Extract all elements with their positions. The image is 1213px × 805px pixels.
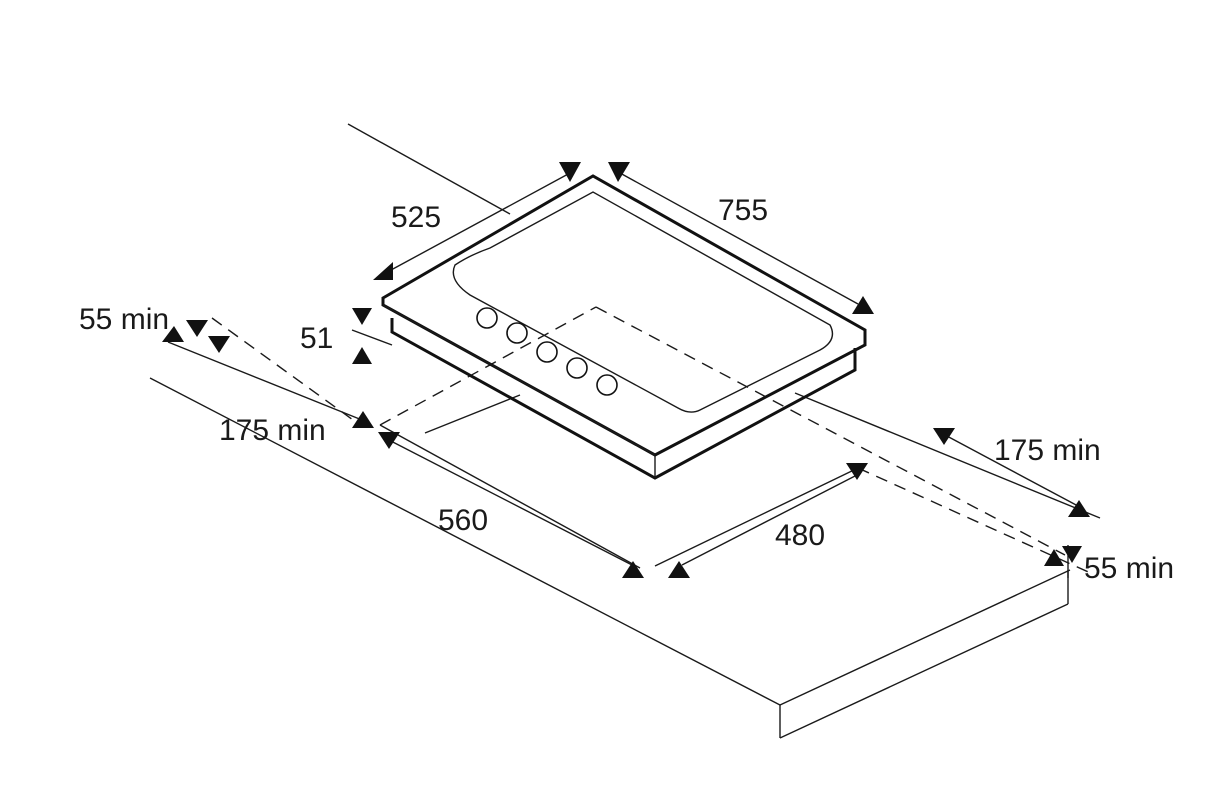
arrow-icon xyxy=(208,336,230,353)
countertop xyxy=(149,377,1071,739)
knob-icon xyxy=(596,374,618,396)
arrow-icon xyxy=(373,262,393,280)
control-knobs xyxy=(476,307,618,396)
arrow-icon xyxy=(852,296,874,314)
extension-lines xyxy=(167,172,1079,578)
arrow-icon xyxy=(352,347,372,364)
knob-icon xyxy=(506,322,528,344)
arrow-icon xyxy=(668,561,690,578)
label-cutout-depth: 480 xyxy=(775,519,825,552)
arrow-icon xyxy=(378,432,400,449)
knob-icon xyxy=(566,357,588,379)
arrowheads xyxy=(162,162,1090,578)
label-cutout-width: 560 xyxy=(438,504,488,537)
arrow-icon xyxy=(186,320,208,337)
label-hob-height: 51 xyxy=(300,322,333,355)
knob-icon xyxy=(536,341,558,363)
arrow-icon xyxy=(622,561,644,578)
arrow-icon xyxy=(846,463,868,480)
label-side-clearance-left: 175 min xyxy=(219,414,326,447)
cutout-outline xyxy=(211,306,1096,576)
arrow-icon xyxy=(352,308,372,325)
arrow-icon xyxy=(352,411,374,428)
label-side-clearance-right: 175 min xyxy=(994,434,1101,467)
hob xyxy=(381,174,867,480)
arrow-icon xyxy=(559,162,581,182)
arrow-icon xyxy=(1068,500,1090,517)
knob-icon xyxy=(476,307,498,329)
label-hob-width: 755 xyxy=(718,194,768,227)
arrow-icon xyxy=(933,428,955,445)
label-hob-depth: 525 xyxy=(391,201,441,234)
dimension-labels: 525 755 51 55 min 175 min 560 480 175 mi… xyxy=(79,194,1174,585)
arrow-icon xyxy=(1044,549,1064,566)
arrow-icon xyxy=(608,162,630,182)
arrow-icon xyxy=(1062,546,1082,563)
arrow-icon xyxy=(162,326,184,342)
wall-line xyxy=(347,123,1101,519)
label-front-clearance-left: 55 min xyxy=(79,303,169,336)
label-front-clearance-right: 55 min xyxy=(1084,552,1174,585)
